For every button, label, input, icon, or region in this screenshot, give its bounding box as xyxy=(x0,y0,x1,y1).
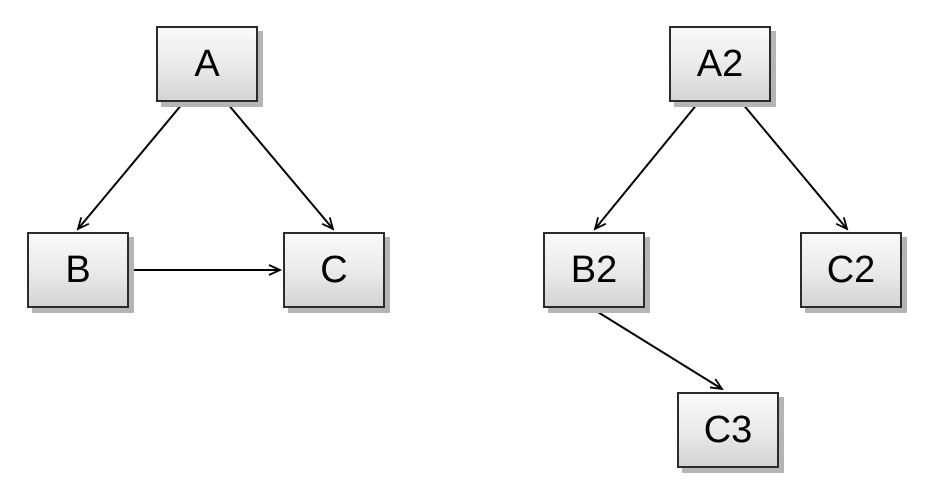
edge-B2-C3 xyxy=(592,308,724,391)
edge-A2-B2 xyxy=(593,102,699,231)
node-B-label: B xyxy=(65,249,91,291)
edge-A-B xyxy=(76,102,184,231)
node-C[interactable]: C xyxy=(283,232,385,308)
node-B2-label: B2 xyxy=(570,249,618,291)
node-A2-label: A2 xyxy=(696,43,744,85)
edge-A2-C2 xyxy=(741,102,849,231)
node-C-label: C xyxy=(320,249,348,291)
node-A-label: A xyxy=(194,43,220,85)
node-A2[interactable]: A2 xyxy=(669,26,771,102)
node-C2-label: C2 xyxy=(826,249,876,291)
node-B2[interactable]: B2 xyxy=(543,232,645,308)
node-B[interactable]: B xyxy=(27,232,129,308)
node-C3-label: C3 xyxy=(703,409,753,451)
node-C2[interactable]: C2 xyxy=(800,232,902,308)
node-C3[interactable]: C3 xyxy=(677,392,779,468)
node-A[interactable]: A xyxy=(156,26,258,102)
edge-A-C xyxy=(226,102,335,231)
